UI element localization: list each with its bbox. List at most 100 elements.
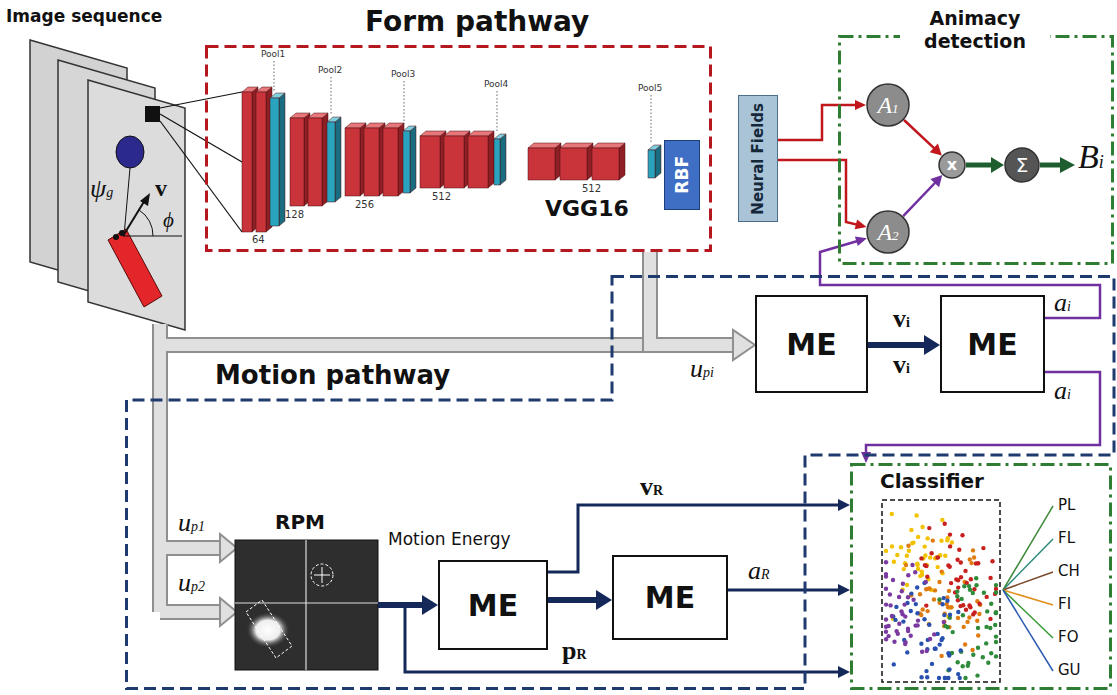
layer-top [270, 93, 285, 98]
scatter-point [989, 602, 993, 606]
layer-top [256, 87, 272, 92]
scatter-point [956, 672, 960, 676]
scatter-point [940, 569, 944, 573]
scatter-point [905, 554, 909, 558]
layer-block [648, 150, 655, 178]
connector [778, 160, 867, 229]
layer-block [420, 136, 440, 188]
scatter-point [981, 655, 985, 659]
scatter-point [892, 662, 896, 666]
node-text: ME [967, 327, 1017, 362]
scatter-point [994, 590, 998, 594]
layer-top [242, 87, 258, 92]
scatter-point [994, 654, 998, 658]
layer-side [410, 126, 416, 193]
channel-count: 512 [432, 192, 451, 202]
scatter-point [949, 581, 953, 585]
scatter-point [958, 604, 962, 608]
panel-title: Image sequence [6, 8, 162, 25]
scatter-point [931, 538, 935, 542]
scatter-point [915, 585, 919, 589]
arrowhead [422, 595, 438, 615]
scatter-point [986, 661, 990, 665]
receptive-field [145, 106, 160, 122]
scatter-point [957, 548, 961, 552]
class-label: FI [1058, 597, 1071, 612]
signal-label: aR [748, 558, 770, 584]
class-label: CH [1058, 564, 1080, 579]
scatter-point [988, 576, 992, 580]
scatter-point [943, 554, 947, 558]
layer-top [420, 131, 446, 136]
scatter-point [903, 642, 907, 646]
scatter-point [967, 584, 971, 588]
scatter-point [901, 582, 905, 586]
scatter-point [927, 526, 931, 530]
scatter-point [906, 595, 910, 599]
arrowhead [930, 144, 942, 156]
scatter-point [938, 642, 942, 646]
scatter-point [955, 594, 959, 598]
scatter-point [976, 561, 980, 565]
scatter-point [978, 603, 982, 607]
node-text: x [947, 157, 957, 173]
rpm-target [322, 567, 323, 583]
connector-line [868, 342, 927, 348]
scatter-point [911, 598, 915, 602]
vector-symbol: vi [893, 352, 910, 378]
layer-label: Pool4 [484, 80, 508, 89]
node-text: ME [468, 588, 518, 623]
arrowhead [924, 335, 940, 355]
layer-top [468, 131, 494, 136]
scatter-point [971, 548, 975, 552]
scatter-point [956, 585, 960, 589]
scatter-point [884, 574, 888, 578]
connector-line [778, 160, 858, 225]
scatter-point [994, 611, 998, 615]
scatter-point [884, 637, 888, 641]
scatter-point [923, 544, 927, 548]
product-circle: x [938, 151, 966, 179]
scatter-point [943, 522, 947, 526]
scatter-point [971, 591, 975, 595]
group-border [207, 47, 711, 251]
arrowhead [855, 100, 866, 110]
class-label: GU [1058, 663, 1081, 678]
scatter-point [914, 513, 918, 517]
scatter-point [921, 607, 925, 611]
scatter-point [940, 518, 944, 522]
stream-outline [650, 252, 735, 345]
connector-line [778, 105, 857, 140]
scatter-point [942, 613, 946, 617]
scatter-point [962, 625, 966, 629]
channel-count: 128 [285, 210, 304, 220]
scatter-point [939, 638, 943, 642]
scatter-point [937, 580, 941, 584]
layer-block [383, 128, 398, 196]
signal-label: vi [893, 306, 910, 332]
scatter-point [966, 661, 970, 665]
scatter-point [925, 609, 929, 613]
layer-top [560, 143, 593, 148]
scatter-point [994, 610, 998, 614]
motion-energy-box: ME [755, 295, 868, 393]
scatter-point [914, 602, 918, 606]
scatter-point [884, 560, 888, 564]
circle-outline [867, 211, 909, 253]
scatter-point [977, 612, 981, 616]
scatter-point [975, 673, 979, 677]
scatter-point [965, 620, 969, 624]
scatter-point [906, 573, 910, 577]
scatter-point [946, 668, 950, 672]
scatter-point [916, 618, 920, 622]
scatter-point [891, 578, 895, 582]
signal-label: vR [640, 474, 663, 500]
motion-energy-box: ME [438, 560, 548, 650]
connector-line [548, 597, 599, 603]
group-border [852, 465, 1111, 689]
rpm-axis [235, 602, 378, 603]
sum-circle: Σ [1004, 147, 1040, 183]
scatter-point [963, 642, 967, 646]
scatter-point [959, 597, 963, 601]
